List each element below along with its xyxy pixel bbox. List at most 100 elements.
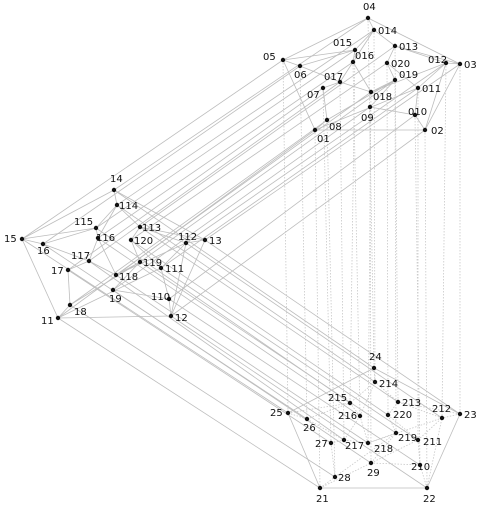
edge-05-06 [282,59,301,67]
node-label-07: 07 [307,90,320,101]
edge-25-215 [287,402,351,414]
edge-02-03 [424,63,461,131]
edge-016-116 [97,61,354,239]
node-label-24: 24 [369,352,382,363]
edge-06-26 [299,65,308,420]
edge-218-219 [367,432,397,444]
node-label-02: 02 [431,126,444,137]
edge-28-219 [334,432,397,478]
edge-23-212 [441,413,461,419]
node-label-117: 117 [71,251,90,262]
edge-15-11 [21,238,59,319]
node-19 [110,287,116,293]
edge-017-217 [339,81,345,441]
edge-014-015 [354,29,375,51]
edge-015-115 [95,49,356,229]
node-020 [384,60,390,66]
node-label-12: 12 [175,313,188,324]
edge-010-011 [414,87,419,116]
edge-110-210 [168,298,421,466]
node-218 [365,440,371,446]
node-118 [113,272,119,278]
edge-22-23 [426,413,461,489]
edge-116-118 [97,237,117,276]
node-label-116: 116 [96,233,115,244]
node-label-017: 017 [324,72,343,83]
node-label-19: 19 [109,294,122,305]
node-110 [166,296,172,302]
edge-210-29 [370,462,421,466]
edge-22-212 [426,417,443,489]
edge-016-017 [339,61,354,83]
edge-212-218 [367,417,443,444]
node-017 [337,79,343,85]
node-label-015: 015 [333,38,352,49]
edge-113-213 [139,226,399,403]
node-label-016: 016 [355,51,374,62]
edge-018-118 [115,91,372,276]
edge-03-012 [445,62,461,65]
node-label-118: 118 [119,272,138,283]
edge-08-019 [326,79,396,121]
node-label-012: 012 [428,55,447,66]
edge-111-112 [160,242,187,269]
edge-020-120 [130,62,388,241]
edge-29-219 [370,432,397,464]
node-17 [65,267,71,273]
node-216 [357,413,363,419]
node-label-214: 214 [379,379,398,390]
node-label-25: 25 [270,408,283,419]
node-label-05: 05 [263,52,276,63]
node-label-03: 03 [464,60,477,71]
node-label-010: 010 [408,107,427,118]
edge-04-014 [367,17,375,31]
edge-19-29 [112,289,372,464]
edge-14-15 [21,189,115,240]
node-119 [137,259,143,265]
edge-15-115 [21,227,97,240]
edge-21-211 [319,439,419,489]
node-label-27: 27 [315,439,328,450]
node-label-01: 01 [317,134,330,145]
edge-11-111 [57,267,162,319]
edge-113-114 [116,204,141,228]
node-label-019: 019 [399,70,418,81]
node-label-29: 29 [367,468,380,479]
node-11 [55,315,61,321]
node-label-120: 120 [134,236,153,247]
node-label-09: 09 [361,113,374,124]
node-113 [137,224,143,230]
edge-013-020 [386,45,396,64]
edge-06-16 [42,65,301,245]
edge-07-27 [322,87,332,444]
node-217 [341,437,347,443]
edge-02-010 [414,114,426,131]
edge-12-22 [170,315,428,489]
edge-06-015 [299,49,356,67]
node-18 [67,302,73,308]
edge-014-214 [373,29,376,383]
edge-119-219 [139,261,397,434]
edge-05-15 [21,59,284,240]
edge-216-217 [343,415,361,441]
edge-11-21 [57,317,321,489]
node-114 [114,202,120,208]
node-019 [392,77,398,83]
node-02 [422,127,428,133]
node-label-18: 18 [74,307,87,318]
edge-22-210 [419,464,428,489]
edge-25-26 [287,412,308,420]
edge-15-25 [21,238,289,414]
edge-02-22 [424,129,428,489]
node-117 [86,258,92,264]
node-label-22: 22 [423,494,436,505]
node-111 [158,265,164,271]
edge-07-017 [322,81,341,89]
node-label-217: 217 [345,441,364,452]
edge-16-117 [42,243,90,262]
node-27 [328,440,334,446]
node-29 [368,460,374,466]
node-112 [183,240,189,246]
